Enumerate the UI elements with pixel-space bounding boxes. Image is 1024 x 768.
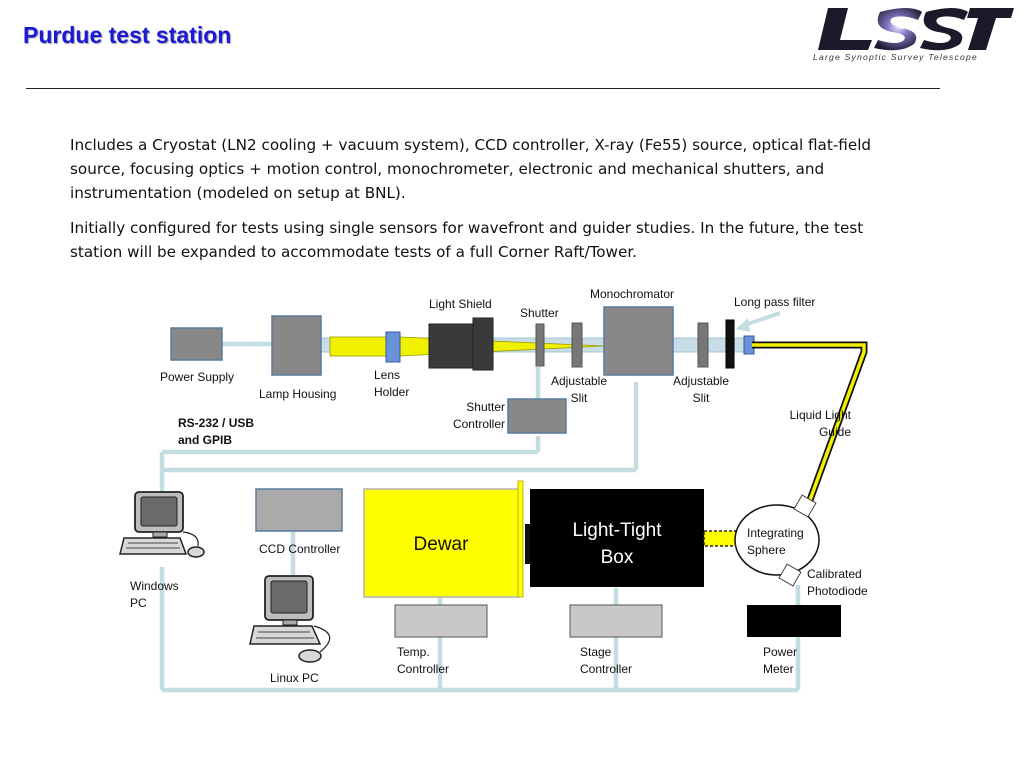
logo-caption: Large Synoptic Survey Telescope xyxy=(813,52,978,62)
paragraph-2: Initially configured for tests using sin… xyxy=(70,219,864,261)
calibrated-photodiode xyxy=(778,563,802,587)
label-power-supply: Power Supply xyxy=(160,370,234,384)
label-calibrated-photodiode-2: Photodiode xyxy=(807,584,868,598)
label-stage-controller-1: Stage xyxy=(580,645,612,659)
label-rs232-2: and GPIB xyxy=(178,433,232,447)
label-lens-holder-1: Lens xyxy=(374,368,400,382)
light-tight-box xyxy=(530,489,704,587)
label-adjustable-slit-1a: Adjustable xyxy=(551,374,607,388)
label-light-shield: Light Shield xyxy=(429,297,492,311)
box-to-sphere-coupling xyxy=(703,530,737,547)
lsst-logo-icon xyxy=(818,8,1014,51)
long-pass-filter xyxy=(725,319,735,369)
label-light-tight-box-1: Light-Tight xyxy=(572,520,662,541)
lens-holder xyxy=(385,331,401,363)
cables xyxy=(159,341,801,693)
label-calibrated-photodiode-1: Calibrated xyxy=(807,567,862,581)
label-ccd-controller: CCD Controller xyxy=(259,542,340,556)
label-power-meter-2: Meter xyxy=(763,662,794,676)
slide-title: Purdue test station xyxy=(23,22,232,48)
label-shutter-controller-1: Shutter xyxy=(466,400,505,414)
label-linux-pc: Linux PC xyxy=(270,671,319,685)
adjustable-slit-1 xyxy=(571,322,583,368)
box-port xyxy=(525,524,531,564)
filter-arrowhead xyxy=(736,318,750,332)
power-supply xyxy=(170,327,223,361)
label-rs232-1: RS-232 / USB xyxy=(178,416,254,430)
shutter-controller xyxy=(507,398,567,434)
label-long-pass-filter: Long pass filter xyxy=(734,295,815,309)
liquid-light-guide xyxy=(752,343,866,501)
ccd-controller xyxy=(255,488,343,532)
label-adjustable-slit-2a: Adjustable xyxy=(673,374,729,388)
label-lens-holder-2: Holder xyxy=(374,385,409,399)
label-adjustable-slit-1b: Slit xyxy=(571,391,588,405)
stage-controller xyxy=(569,604,663,638)
linux-pc-icon xyxy=(249,575,331,663)
label-integrating-sphere-1: Integrating xyxy=(747,526,804,540)
title-divider xyxy=(26,88,940,89)
dewar xyxy=(363,488,520,598)
label-liquid-light-guide-1: Liquid Light xyxy=(790,408,852,422)
label-power-meter-1: Power xyxy=(763,645,797,659)
integrating-sphere xyxy=(734,504,820,576)
dewar-flange xyxy=(517,480,524,598)
lamp-housing xyxy=(271,315,322,376)
liquid-light-guide-outline xyxy=(752,341,868,502)
label-monochromator: Monochromator xyxy=(590,287,674,301)
label-stage-controller-2: Controller xyxy=(580,662,632,676)
windows-pc-icon xyxy=(119,491,205,558)
paragraph-1: Includes a Cryostat (LN2 cooling + vacuu… xyxy=(70,136,872,202)
label-windows-pc-2: PC xyxy=(130,596,147,610)
label-liquid-light-guide-2: Guide xyxy=(819,425,851,439)
label-shutter: Shutter xyxy=(520,306,559,320)
label-integrating-sphere-2: Sphere xyxy=(747,543,786,557)
sphere-fiber-port xyxy=(793,494,817,518)
label-dewar: Dewar xyxy=(414,534,470,555)
monochromator xyxy=(603,306,674,376)
shutter xyxy=(535,323,545,367)
power-meter xyxy=(747,605,841,637)
label-shutter-controller-2: Controller xyxy=(453,417,505,431)
label-light-tight-box-2: Box xyxy=(601,547,634,568)
label-adjustable-slit-2b: Slit xyxy=(693,391,710,405)
label-windows-pc-1: Windows xyxy=(130,579,179,593)
label-temp-controller-2: Controller xyxy=(397,662,449,676)
light-shield-front xyxy=(472,317,494,371)
temp-controller xyxy=(394,604,488,638)
label-lamp-housing: Lamp Housing xyxy=(259,387,336,401)
light-shield xyxy=(428,323,476,369)
adjustable-slit-2 xyxy=(697,322,709,368)
label-temp-controller-1: Temp. xyxy=(397,645,430,659)
